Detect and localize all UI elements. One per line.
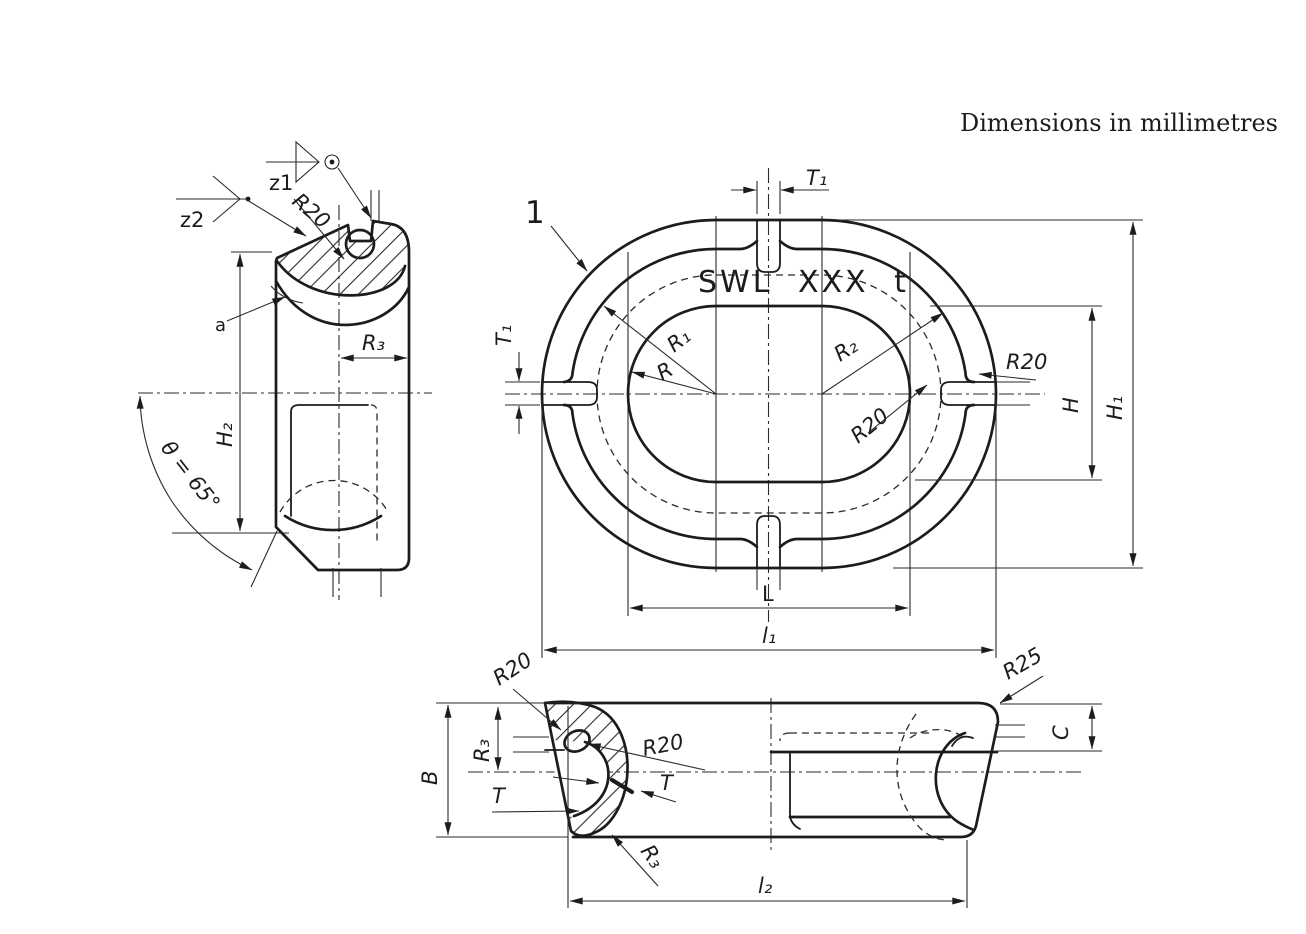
t1-left-dimension — [505, 352, 540, 434]
h2-label: H₂ — [213, 422, 237, 447]
far-side-edges — [769, 728, 999, 830]
t-left-leader — [491, 807, 580, 815]
t-right-label: T — [660, 771, 675, 795]
z1-label: z1 — [269, 171, 293, 195]
plan-r20-hole — [563, 729, 591, 753]
r20-outer-leader — [978, 371, 1037, 381]
l1-dimension — [541, 400, 997, 658]
wall-thickness-bar — [609, 777, 635, 795]
h2-dimension — [172, 251, 289, 534]
side-outline — [274, 219, 411, 572]
hole-edge-solid — [290, 404, 369, 517]
h-label: H — [1059, 397, 1083, 413]
z1-symbol — [266, 140, 372, 219]
r20-inner-leader — [867, 384, 928, 434]
r20-top-label: R20 — [489, 648, 537, 691]
h1-label: H₁ — [1103, 396, 1127, 420]
r20-label: R20 — [288, 188, 335, 233]
l1-label: l₁ — [762, 624, 776, 648]
theta-label: θ = 65° — [156, 436, 225, 515]
c-dimension — [995, 703, 1102, 752]
t1-top-label: T₁ — [806, 166, 827, 190]
r20-mid-label: R20 — [640, 729, 685, 760]
item-leader — [550, 225, 588, 272]
grooves — [541, 219, 1030, 590]
r20-outer-label: R20 — [1006, 350, 1047, 374]
units-note: Dimensions in millimetres — [960, 109, 1278, 137]
r-leader — [631, 371, 717, 395]
l-label: L — [762, 582, 774, 606]
outer-contour — [540, 218, 998, 570]
t-right-dimension — [552, 776, 677, 803]
r20-top-leader — [512, 688, 562, 731]
r1-label: R₁ — [662, 324, 695, 357]
hole-contour — [626, 304, 912, 484]
r2-label: R₂ — [830, 333, 863, 366]
t-left-label: T — [492, 784, 507, 808]
z2-label: z2 — [180, 208, 204, 232]
item-label: 1 — [525, 195, 545, 231]
r2-leader — [821, 312, 944, 395]
groove-root-dashed — [596, 274, 942, 514]
h-dimension — [915, 305, 1102, 481]
swl-marking: SWL XXX t — [698, 265, 909, 300]
r1-leader — [603, 305, 717, 395]
section-inner-arc — [275, 259, 407, 297]
plan-section-outline — [543, 700, 629, 838]
r20-groove-hole — [344, 228, 376, 260]
plan-construction — [513, 706, 1025, 908]
a-label: a — [215, 315, 226, 336]
hole-edge-hidden — [370, 404, 378, 545]
plan-view: B R₃ R20 R20 T T R₃ R25 — [418, 643, 1102, 908]
r3-bottom-label: R₃ — [636, 840, 669, 873]
r3-bottom-leader — [611, 834, 659, 887]
z2-symbol — [176, 175, 307, 237]
t1-left-label: T₁ — [492, 325, 516, 346]
r20-mid-leader — [587, 743, 706, 771]
hole-end-visible-arc — [283, 514, 383, 532]
hole-end-hidden-arc — [279, 479, 389, 513]
plan-outline — [547, 701, 1000, 839]
a-leader — [226, 296, 286, 322]
r3-label: R₃ — [362, 331, 385, 355]
r25-leader — [999, 675, 1044, 704]
right-end-curves — [896, 713, 976, 841]
inner-face-edge — [562, 239, 976, 549]
l2-label: l₂ — [758, 874, 773, 898]
side-view: z1 z2 R20 a R₃ H₂ — [136, 140, 432, 600]
front-view: SWL XXX t 1 T₁ T₁ R₁ R R₂ R20 R20 — [492, 166, 1143, 658]
c-label: C — [1049, 725, 1073, 740]
r20-leader — [293, 198, 345, 260]
r-label: R — [653, 357, 678, 385]
r3-left-label: R₃ — [470, 739, 494, 762]
theta-dimension — [136, 395, 278, 588]
bend-outer-arc — [274, 279, 411, 327]
b-label: B — [418, 771, 442, 785]
t1-top-dimension — [731, 181, 829, 214]
r20-inner-label: R20 — [846, 403, 893, 448]
h1-dimension — [838, 219, 1143, 569]
